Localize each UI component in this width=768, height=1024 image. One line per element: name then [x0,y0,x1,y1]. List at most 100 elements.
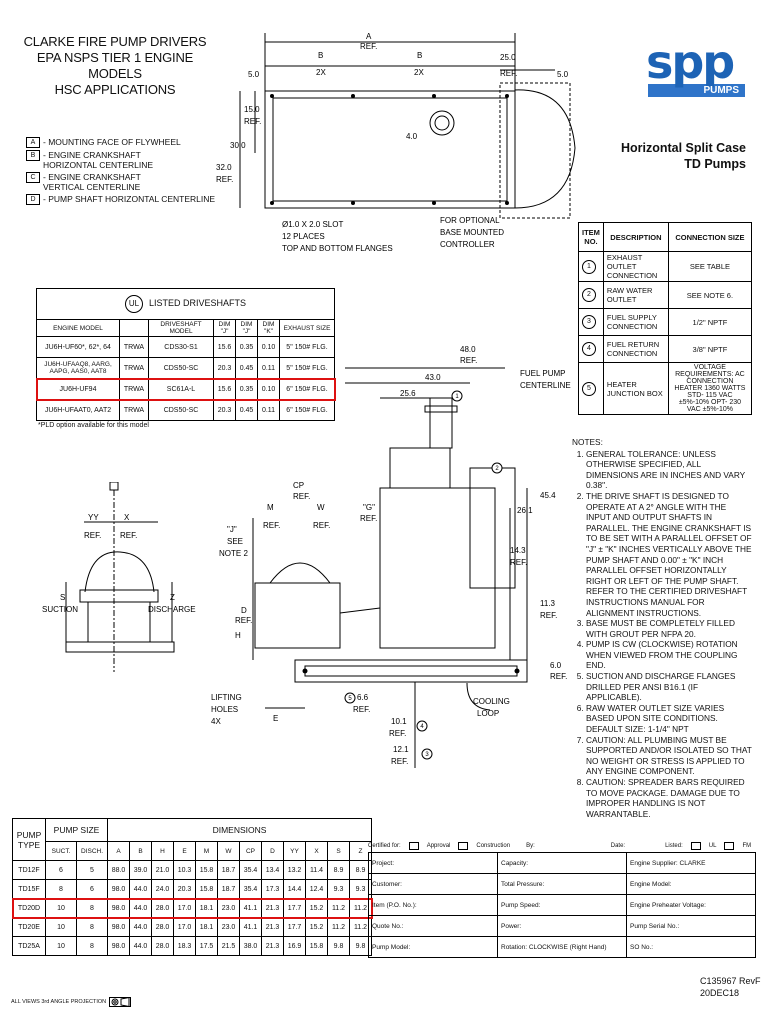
dim-label: REF. [293,492,310,501]
dim-label: 45.4 [540,491,556,500]
dim-label: "G" [363,503,375,512]
slot-callout: Ø1.0 X 2.0 SLOT [282,220,343,229]
note-item: CAUTION: SPREADER BARS REQUIRED TO MOVE … [586,777,752,819]
controller-callout: FOR OPTIONAL [440,216,500,225]
dim-label: REF. [391,757,408,766]
listed-label: Listed: [665,843,683,849]
pump-body [87,601,151,643]
legend-text: - ENGINE CRANKSHAFT HORIZONTAL CENTERLIN… [43,150,154,170]
certification-row: Certified for: Approval Construction By:… [368,842,756,850]
driveshaft-footnote: *PLD option available for this model [38,422,149,429]
table-cell: 18.1 [195,898,218,918]
table-cell: 16.9 [283,936,306,956]
dim-label: 32.0 [216,163,232,172]
table-cell: 11.2 [327,898,350,918]
table-cell: 14.4 [283,879,306,899]
product-title-line-1: Horizontal Split Case [620,141,746,155]
table-header-row: ENGINE MODEL DRIVESHAFT MODEL DIM "J" DI… [36,319,335,337]
table-cell: 17.7 [283,898,306,918]
dim-label: REF. [460,356,477,365]
project-field: Power: [497,915,627,937]
table-header-row: PUMP TYPE PUMP SIZE DIMENSIONS [12,818,372,861]
table-cell: 41.1 [239,898,262,918]
column-header: DRIVESHAFT MODEL [148,319,214,337]
note-item: RAW WATER OUTLET SIZE VARIES BASED UPON … [586,703,752,735]
note-item: CAUTION: ALL PLUMBING MUST BE SUPPORTED … [586,735,752,777]
dim-label: W [317,503,325,512]
table-cell: 11.2 [327,917,350,937]
table-row: Item (P.O. No.):Pump Speed:Engine Prehea… [368,894,756,916]
dim-label: NOTE 2 [219,549,248,558]
table-cell: 21.3 [261,936,284,956]
table-cell: 6 [76,879,108,899]
table-cell: 35.4 [239,860,262,880]
note-item: PUMP IS CW (CLOCKWISE) ROTATION WHEN VIE… [586,639,752,671]
table-cell: 13.2 [283,860,306,880]
construction-checkbox[interactable] [458,842,469,850]
column-header: DESCRIPTION [602,222,669,252]
driveshaft [339,607,381,614]
project-field: Engine Model: [626,873,756,895]
base-frame [294,659,528,683]
table-cell: 3/8" NPTF [667,335,752,363]
dim-label: DISCHARGE [148,605,196,614]
table-cell: SC61A-L [148,378,214,400]
spp-logo: spp PUMPS [646,39,746,97]
note-item: THE DRIVE SHAFT IS DESIGNED TO OPERATE A… [586,491,752,618]
table-cell: 6" 150# FLG. [279,399,335,421]
dim-label: YY [88,513,99,522]
dim-label: REF. [389,729,406,738]
table-cell: 18.3 [173,936,196,956]
product-title-line-2: TD Pumps [684,157,746,171]
table-cell: 98.0 [107,879,130,899]
table-row: Quote No.:Power:Pump Serial No.: [368,915,756,937]
table-cell: 15.2 [305,917,328,937]
table-cell: 41.1 [239,917,262,937]
table-cell: 98.0 [107,898,130,918]
dim-label: REF. [550,672,567,681]
dim-label: 12.1 [393,745,409,754]
datum-symbol: D [26,194,40,205]
ul-checkbox[interactable] [690,842,701,850]
table-header-row: ITEM NO. DESCRIPTION CONNECTION SIZE [578,222,752,252]
projection-note: ALL VIEWS 3rd ANGLE PROJECTION [11,997,132,1007]
table-cell: 28.0 [151,898,174,918]
fm-checkbox[interactable] [724,842,735,850]
table-cell: 44.0 [129,879,152,899]
table-cell: 88.0 [107,860,130,880]
table-row: Project:Capacity:Engine Supplier: CLARKE [368,852,756,874]
item-number: 3 [582,315,596,329]
table-cell: 17.3 [261,879,284,899]
exhaust-flange [424,405,458,413]
legend-text: - PUMP SHAFT HORIZONTAL CENTERLINE [43,194,216,204]
dim-label: 48.0 [460,345,476,354]
dim-label: "J" [227,525,237,534]
table-cell: TD20E [12,917,46,937]
cert-label: Certified for: [368,843,401,849]
project-field: Engine Preheater Voltage: [626,894,756,916]
ul-label: UL [708,843,717,849]
dim-label: H [235,631,241,640]
table-cell: 20.3 [173,879,196,899]
table-cell: 15.2 [305,898,328,918]
cooling-loop-leader [466,682,491,711]
logo-subtitle: PUMPS [648,84,745,97]
table-cell: CDS50-SC [148,357,214,379]
cooling-loop-label: COOLING [473,697,510,706]
approval-checkbox[interactable] [408,842,419,850]
table-cell: 28.0 [151,917,174,937]
table-cell: TD15F [12,879,46,899]
legend-item: A- MOUNTING FACE OF FLYWHEEL [26,137,215,148]
column-header: DISCH. [76,841,108,861]
dim-label: REF. [510,558,527,567]
fm-label: FM [742,843,752,849]
column-header [119,319,149,337]
table-row: Customer:Total Pressure:Engine Model: [368,873,756,895]
